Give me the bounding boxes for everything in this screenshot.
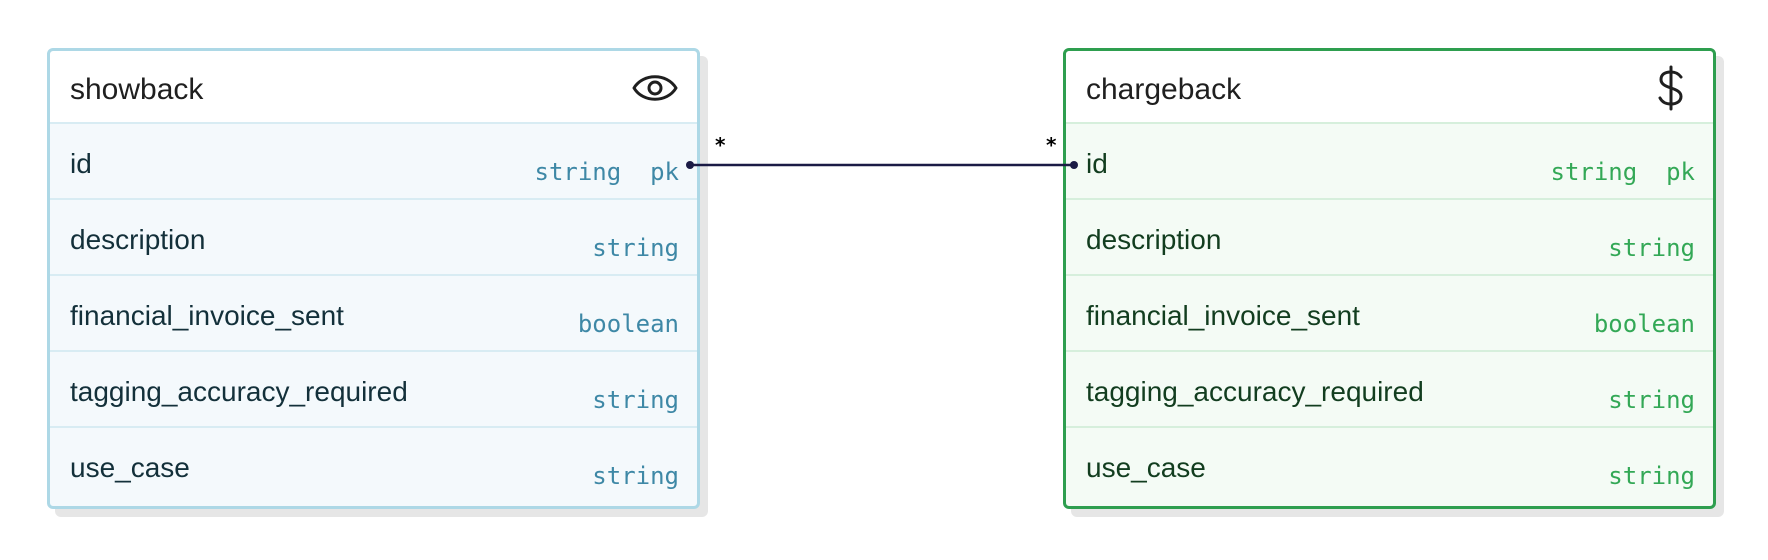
field-type: string bbox=[1608, 386, 1695, 414]
field-row-tagging-accuracy-required[interactable]: tagging_accuracy_required string bbox=[50, 352, 697, 428]
entity-header: showback bbox=[50, 51, 697, 124]
field-name: financial_invoice_sent bbox=[70, 300, 344, 331]
cardinality-to: * bbox=[1046, 133, 1057, 157]
field-row-description[interactable]: description string bbox=[1066, 200, 1713, 276]
relation-endpoint-start bbox=[686, 161, 694, 169]
field-type: boolean bbox=[1593, 310, 1695, 338]
field-type: string bbox=[592, 386, 679, 414]
field-type: string bbox=[1608, 462, 1695, 490]
field-name: description bbox=[1086, 224, 1222, 255]
entity-chargeback[interactable]: chargeback id string pk description stri… bbox=[1063, 48, 1716, 509]
field-row-tagging-accuracy-required[interactable]: tagging_accuracy_required string bbox=[1066, 352, 1713, 428]
field-row-id[interactable]: id string pk bbox=[1066, 124, 1713, 200]
field-type: string bbox=[592, 234, 679, 262]
field-name: financial_invoice_sent bbox=[1086, 300, 1360, 331]
field-row-financial-invoice-sent[interactable]: financial_invoice_sent boolean bbox=[1066, 276, 1713, 352]
field-name: tagging_accuracy_required bbox=[1086, 376, 1424, 407]
eye-icon bbox=[632, 75, 678, 101]
field-type: string bbox=[592, 462, 679, 490]
field-row-financial-invoice-sent[interactable]: financial_invoice_sent boolean bbox=[50, 276, 697, 352]
entity-title: showback bbox=[70, 73, 204, 106]
field-type: string pk bbox=[1550, 158, 1696, 186]
entity-header: chargeback bbox=[1066, 51, 1713, 124]
field-type: string bbox=[1608, 234, 1695, 262]
entity-showback[interactable]: showback id string pk description string… bbox=[47, 48, 700, 509]
field-row-id[interactable]: id string pk bbox=[50, 124, 697, 200]
relation-endpoint-end bbox=[1070, 161, 1078, 169]
field-name: tagging_accuracy_required bbox=[70, 376, 408, 407]
field-type: string pk bbox=[534, 158, 680, 186]
cardinality-from: * bbox=[715, 133, 726, 157]
field-row-use-case[interactable]: use_case string bbox=[1066, 428, 1713, 504]
field-row-use-case[interactable]: use_case string bbox=[50, 428, 697, 504]
field-name: id bbox=[70, 148, 92, 179]
dollar-icon bbox=[1658, 65, 1683, 111]
field-name: description bbox=[70, 224, 206, 255]
entity-title: chargeback bbox=[1086, 73, 1242, 106]
field-name: id bbox=[1086, 148, 1108, 179]
field-type: boolean bbox=[577, 310, 679, 338]
field-row-description[interactable]: description string bbox=[50, 200, 697, 276]
field-name: use_case bbox=[70, 452, 190, 483]
field-name: use_case bbox=[1086, 452, 1206, 483]
